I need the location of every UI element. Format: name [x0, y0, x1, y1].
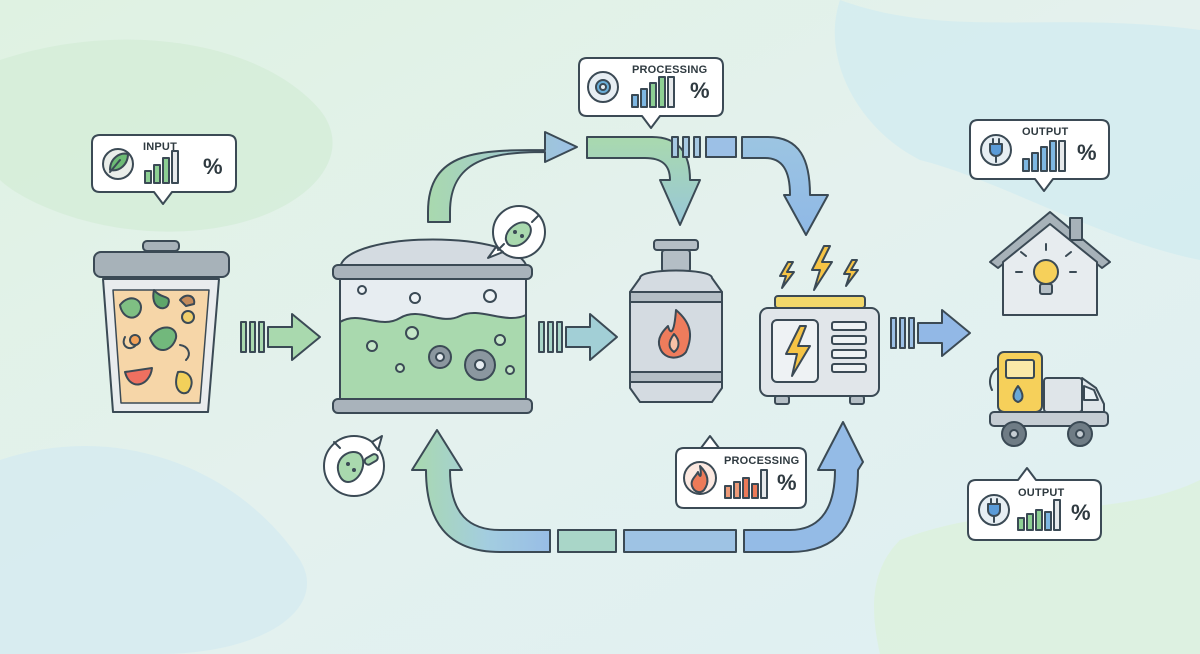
processing-bottom-title: PROCESSING — [724, 455, 800, 467]
output-top-percent: % — [1077, 140, 1097, 165]
callout-processing-top — [578, 57, 724, 129]
signal-bars — [144, 150, 179, 184]
truck-icon — [989, 351, 1109, 447]
output-top-title: OUTPUT — [1022, 126, 1069, 138]
gear-icon — [595, 79, 611, 95]
bin-to-digester-arrow — [240, 313, 321, 361]
flame-icon — [690, 465, 709, 494]
top-flow-arrow — [427, 131, 578, 223]
signal-bars — [724, 469, 768, 499]
signal-bars — [631, 76, 675, 108]
input-percent: % — [203, 154, 223, 179]
callout-input — [91, 134, 237, 205]
digester-tank-icon — [332, 238, 533, 414]
bacteria-icon — [323, 435, 385, 497]
callout-output-top — [969, 119, 1110, 192]
signal-bars — [1022, 140, 1066, 172]
top-flow-segments — [586, 136, 829, 236]
waste-bin-icon — [93, 240, 230, 413]
digester-to-cylinder-arrow — [538, 313, 618, 361]
callout-output-bottom — [967, 467, 1102, 541]
processing-top-title: PROCESSING — [632, 64, 708, 76]
generator-icon — [759, 245, 880, 405]
output-bottom-title: OUTPUT — [1018, 487, 1065, 499]
processing-top-percent: % — [690, 78, 710, 103]
generator-to-output-arrow — [890, 309, 971, 357]
bacteria-icon — [487, 205, 546, 259]
processing-bottom-percent: % — [777, 470, 797, 495]
input-title: INPUT — [143, 141, 177, 153]
gas-cylinder-icon — [629, 239, 723, 403]
plug-icon — [989, 138, 1003, 163]
signal-bars — [1017, 499, 1061, 531]
plug-icon — [987, 498, 1001, 523]
bottom-flow-arrow — [411, 421, 864, 553]
leaf-icon — [109, 152, 129, 173]
house-icon — [989, 211, 1111, 316]
output-bottom-percent: % — [1071, 500, 1091, 525]
callout-processing-bottom — [675, 435, 807, 509]
